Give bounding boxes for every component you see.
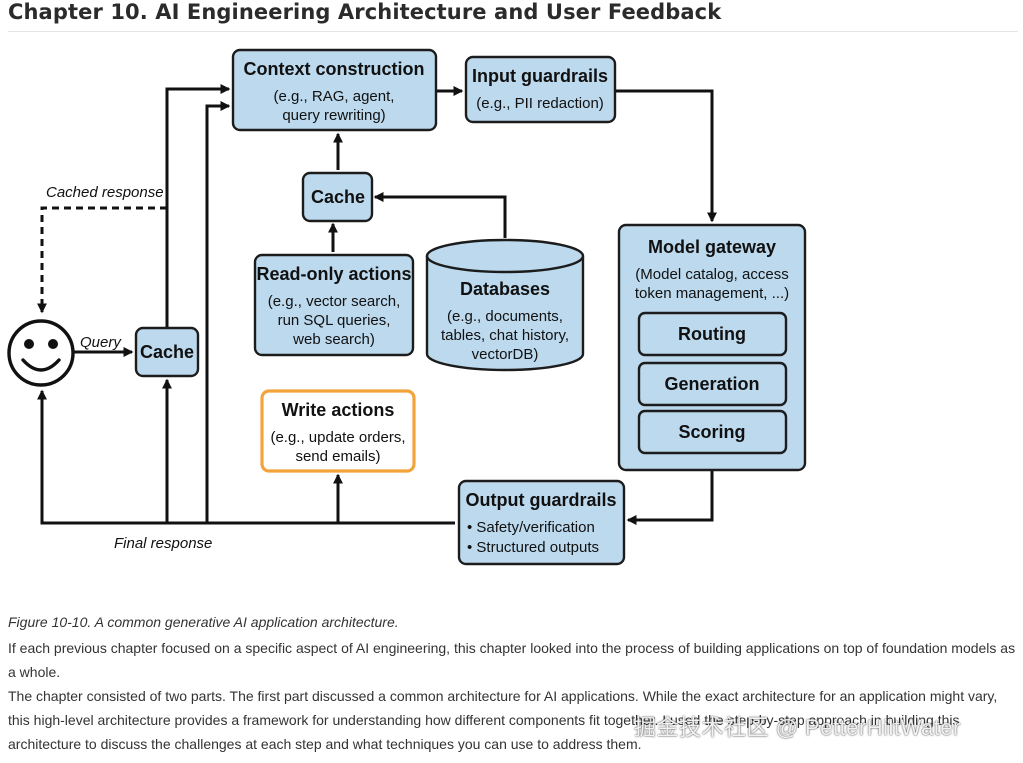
generation-node: Generation [637,361,788,407]
cache-top-label: Cache [311,187,365,207]
body-paragraph-1: If each previous chapter focused on a sp… [8,640,1016,680]
connectors [37,84,717,525]
model-gateway-node: Model gateway (Model catalog, access tok… [617,223,807,472]
input-guardrails-title: Input guardrails [472,66,608,86]
databases-cylinder-icon [425,256,585,372]
routing-node: Routing [637,311,788,357]
context-construction-detail-1: (e.g., RAG, agent, [274,88,395,105]
context-construction-title: Context construction [243,59,424,79]
body-paragraph-2: The chapter consisted of two parts. The … [8,688,998,752]
output-guardrails-bullet-2: • Structured outputs [467,539,599,556]
write-actions-title: Write actions [282,400,395,420]
read-only-actions-node: Read-only actions (e.g., vector search, … [253,253,415,357]
databases-detail-2: tables, chat history, [441,327,569,344]
gateway-to-output-guardrails-connector [626,470,714,525]
routing-label: Routing [678,324,746,344]
cache-to-context-connector [165,84,231,328]
model-gateway-detail-2: token management, ...) [635,285,789,302]
scoring-node: Scoring [637,409,788,455]
final-response-connector [37,389,455,525]
read-only-actions-detail-1: (e.g., vector search, [268,293,401,310]
output-guardrails-bullet-1: • Safety/verification [467,519,595,536]
user-node [7,319,75,387]
smiley-face-icon [7,319,75,387]
query-label: Query [80,334,122,351]
architecture-diagram: Context construction (e.g., RAG, agent, … [7,48,807,566]
model-gateway-title: Model gateway [648,237,776,257]
cache-left-node: Cache [134,326,200,378]
read-only-actions-detail-3: web search) [292,331,375,348]
output-guardrails-node: Output guardrails • Safety/verification … [457,479,626,566]
databases-node: Databases (e.g., documents, tables, chat… [425,238,585,372]
databases-detail-3: vectorDB) [472,346,539,363]
watermark: 掘金技术社区 @ PetterHiltWater [634,715,961,740]
final-response-to-context-connector [205,101,231,523]
databases-to-cache-connector [373,192,507,238]
write-actions-node: Write actions (e.g., update orders, send… [260,389,416,473]
input-guardrails-node: Input guardrails (e.g., PII redaction) [464,55,617,124]
input-guardrails-detail: (e.g., PII redaction) [476,95,604,112]
generation-label: Generation [664,374,759,394]
title-divider [8,31,1018,32]
context-construction-node: Context construction (e.g., RAG, agent, … [231,48,438,132]
cache-left-label: Cache [140,342,194,362]
write-actions-detail-2: send emails) [295,448,380,465]
write-actions-detail-1: (e.g., update orders, [270,429,405,446]
context-construction-detail-2: query rewriting) [282,107,385,124]
scoring-label: Scoring [678,422,745,442]
databases-detail-1: (e.g., documents, [447,308,563,325]
figure-caption: Figure 10-10. A common generative AI app… [8,614,399,630]
cached-response-label: Cached response [46,184,164,201]
read-only-actions-detail-2: run SQL queries, [278,312,391,329]
cached-response-connector [37,206,167,314]
databases-title: Databases [460,279,550,299]
read-only-actions-title: Read-only actions [256,264,411,284]
input-guardrails-to-gateway-connector [615,89,717,223]
cache-top-node: Cache [301,171,374,223]
final-response-label: Final response [114,535,212,552]
chapter-title: Chapter 10. AI Engineering Architecture … [8,0,722,24]
output-guardrails-title: Output guardrails [465,490,616,510]
model-gateway-detail-1: (Model catalog, access [635,266,788,283]
